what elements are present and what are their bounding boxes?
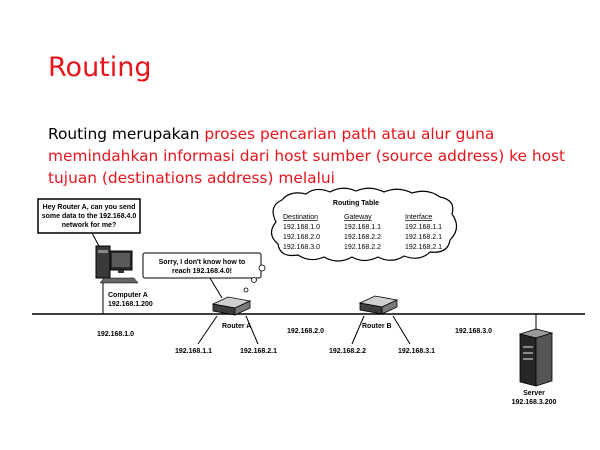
table-cell: 192.168.1.1 <box>405 224 442 231</box>
thought-dot <box>251 277 257 283</box>
interface-pointer <box>245 315 259 345</box>
slide-paragraph: Routing merupakan proses pencarian path … <box>48 123 588 189</box>
interface-label: 192.168.1.1 <box>175 348 212 355</box>
bubble-line: Sorry, I don't know how to <box>159 259 246 266</box>
bubble-line: Hey Router A, can you send <box>43 204 136 211</box>
router-a-label: Router A <box>222 323 251 330</box>
table-cell: 192.168.2.2 <box>344 244 381 251</box>
interface-pointer <box>197 315 218 345</box>
table-header: Destination <box>283 214 318 221</box>
computer-speech-bubble <box>37 198 141 234</box>
server-icon <box>518 328 554 387</box>
table-cell: 192.168.2.0 <box>283 234 320 241</box>
table-cell: 192.168.2.1 <box>405 234 442 241</box>
bubble-pointer <box>209 277 223 299</box>
routing-table-cloud <box>270 187 458 262</box>
table-cell: 192.168.1.0 <box>283 224 320 231</box>
network-label: 192.168.2.0 <box>287 328 324 335</box>
table-header: Interface <box>405 214 432 221</box>
interface-label: 192.168.3.1 <box>398 348 435 355</box>
paragraph-lead: Routing merupakan <box>48 125 205 143</box>
router-b-label: Router B <box>362 323 392 330</box>
paragraph-definition: proses pencarian path atau alur guna mem… <box>48 125 566 187</box>
interface-pointer <box>392 315 411 345</box>
interface-label: 192.168.2.2 <box>329 348 366 355</box>
bubble-line: reach 192.168.4.0! <box>172 268 232 275</box>
table-cell: 192.168.1.1 <box>344 224 381 231</box>
computer-icon <box>95 245 139 284</box>
interface-pointer <box>351 315 365 345</box>
table-cell: 192.168.2.1 <box>405 244 442 251</box>
routing-table-title: Routing Table <box>333 200 379 207</box>
thought-dot <box>258 264 266 272</box>
network-label: 192.168.1.0 <box>97 331 134 338</box>
table-cell: 192.168.3.0 <box>283 244 320 251</box>
bubble-line: some data to the 192.168.4.0 <box>42 213 137 220</box>
thought-dot <box>243 287 249 293</box>
bubble-line: network for me? <box>62 222 116 229</box>
table-cell: 192.168.2.2 <box>344 234 381 241</box>
router-b-icon <box>358 295 399 315</box>
computer-ip: 192.168.1.200 <box>108 301 153 308</box>
network-label: 192.168.3.0 <box>455 328 492 335</box>
router-a-icon <box>211 296 252 316</box>
server-label: Server <box>523 390 545 397</box>
computer-label: Computer A <box>108 292 148 299</box>
interface-label: 192.168.2.1 <box>240 348 277 355</box>
slide-title: Routing <box>48 52 152 83</box>
server-ip: 192.168.3.200 <box>512 399 557 406</box>
table-header: Gateway <box>344 214 372 221</box>
